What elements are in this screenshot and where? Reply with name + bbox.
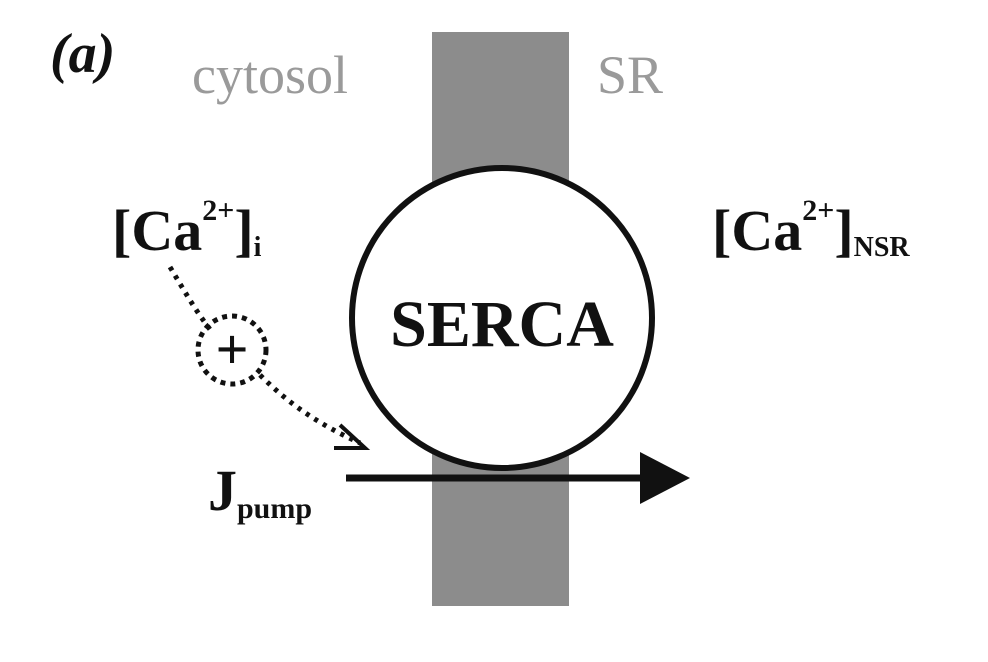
activation-path-lower [258, 373, 362, 446]
activation-arrowhead [334, 423, 371, 450]
activation-plus-symbol: + [215, 317, 248, 382]
ca-nsr-base: [Ca [712, 198, 802, 263]
sr-label: SR [597, 45, 663, 105]
flux-arrowhead [640, 452, 690, 504]
ca-nsr-close: ] [834, 198, 853, 263]
ca-nsr-sub: NSR [854, 232, 911, 263]
ca-cytosol-base: [Ca [112, 198, 202, 263]
ca-cytosol-sub: i [254, 232, 262, 263]
flux-sub: pump [237, 492, 312, 525]
flux-base: J [208, 458, 237, 523]
ca-nsr-sup: 2+ [802, 194, 834, 227]
serca-circle [349, 165, 655, 471]
ca-cytosol-sup: 2+ [202, 194, 234, 227]
ca-nsr-label: [Ca2+]NSR [712, 194, 910, 263]
ca-cytosol-close: ] [234, 198, 253, 263]
cytosol-label: cytosol [192, 45, 348, 105]
serca-label: SERCA [390, 288, 614, 361]
flux-label: Jpump [208, 458, 312, 525]
activation-path-upper [167, 265, 214, 334]
activation-plus-circle [195, 313, 269, 387]
ca-cytosol-label: [Ca2+]i [112, 194, 262, 263]
panel-label: (a) [50, 23, 115, 85]
